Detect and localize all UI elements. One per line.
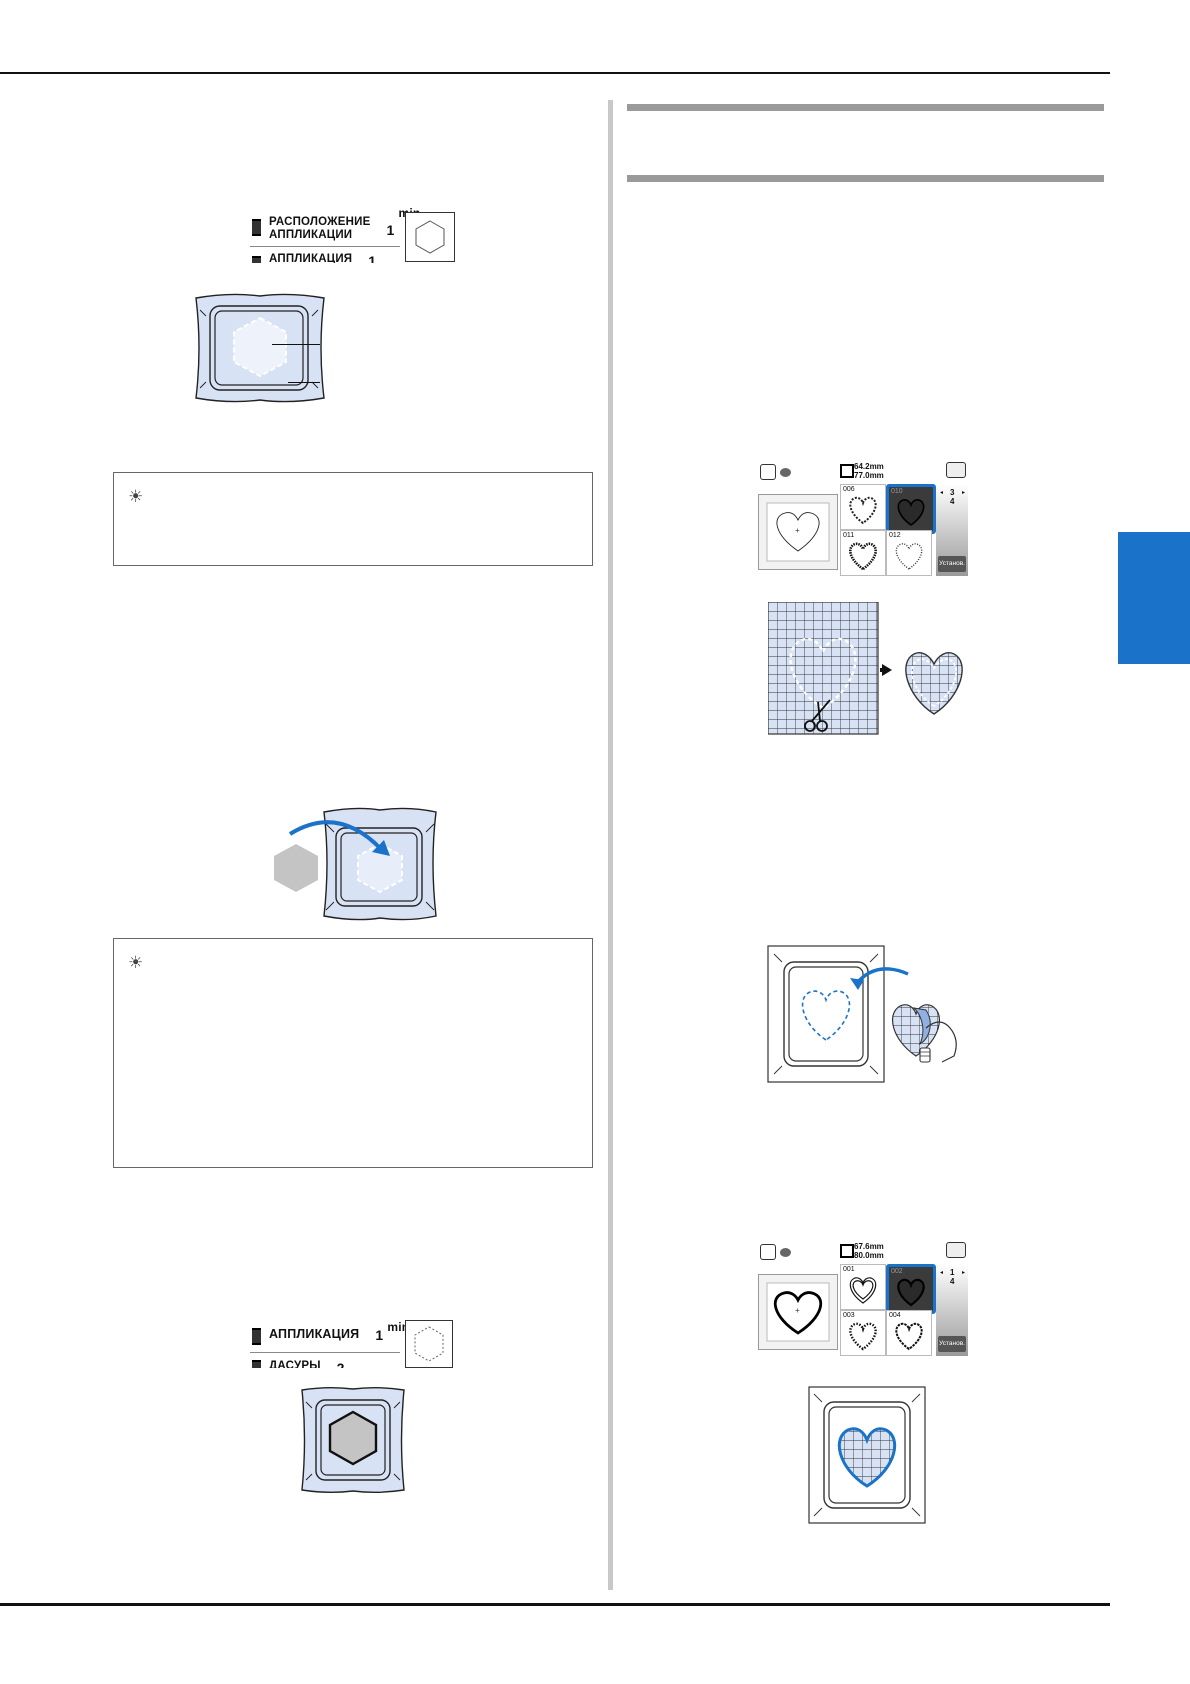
section-header-top-bar — [627, 104, 1104, 111]
screen2-width: 67.6mm — [854, 1242, 884, 1251]
bottom-rule — [0, 1603, 1110, 1606]
tip-box-2: ☀ — [113, 938, 593, 1168]
thumb-006[interactable]: 006 — [840, 484, 886, 530]
thread-icon[interactable] — [780, 468, 791, 477]
thumb-012[interactable]: 012 — [886, 530, 932, 576]
frame-icon[interactable] — [760, 1244, 776, 1260]
applique-next-count: 2 — [336, 1360, 345, 1368]
page-current: 1 — [950, 1268, 955, 1277]
page-current: 3 — [950, 488, 955, 497]
thumb-number: 012 — [889, 532, 901, 539]
thumb-003[interactable]: 003 — [840, 1310, 886, 1356]
pattern-preview: + — [758, 1274, 838, 1350]
screen1-height: 77.0mm — [854, 471, 884, 480]
placement-panel: РАСПОЛОЖЕНИЕ АППЛИКАЦИИ 1 min АППЛИКАЦИЯ… — [250, 208, 460, 263]
screen1-width: 64.2mm — [854, 462, 884, 471]
thumb-number: 004 — [889, 1312, 901, 1319]
lightbulb-icon: ☀ — [128, 953, 144, 972]
placement-next-count: 1 — [368, 253, 377, 263]
page-scroller[interactable]: 1 4 ◂ ▸ Установ. — [936, 1264, 968, 1356]
page-prev-icon[interactable]: ◂ — [940, 1270, 944, 1276]
pattern-select-screen-2: 67.6mm 80.0mm + 001 002 003 004 1 4 ◂ ▸ … — [756, 1242, 971, 1356]
spool-icon — [252, 219, 261, 236]
thumb-number: 010 — [891, 488, 903, 495]
placement-next-label: АППЛИКАЦИЯ — [269, 253, 353, 263]
thumb-004[interactable]: 004 — [886, 1310, 932, 1356]
memory-icon[interactable] — [946, 1242, 966, 1258]
pattern-select-screen-1: 64.2mm 77.0mm + 006 010 011 012 3 4 ◂ ▸ … — [756, 462, 971, 576]
thumb-number: 006 — [843, 486, 855, 493]
page-next-icon[interactable]: ▸ — [962, 490, 966, 496]
applique-count: 1 — [375, 1327, 384, 1343]
chapter-tab — [1118, 532, 1190, 664]
applique-next-label: ДАСУРЫ — [269, 1360, 321, 1368]
thumb-002-selected[interactable]: 002 — [886, 1264, 936, 1314]
page-total: 4 — [950, 497, 955, 506]
page-prev-icon[interactable]: ◂ — [940, 490, 944, 496]
placement-label-line1: РАСПОЛОЖЕНИЕ — [269, 216, 371, 228]
thumb-010-selected[interactable]: 010 — [886, 484, 936, 534]
callout-line-2 — [288, 382, 320, 384]
applique-unit: min — [387, 1320, 410, 1334]
thumb-number: 001 — [843, 1266, 855, 1273]
screen2-height: 80.0mm — [854, 1251, 884, 1260]
applique-heart-placement-illustration — [766, 944, 986, 1084]
page-next-icon[interactable]: ▸ — [962, 1270, 966, 1276]
spool-icon — [252, 1360, 261, 1368]
size-icon — [840, 1244, 854, 1258]
panel-separator — [250, 246, 400, 247]
thumb-001[interactable]: 001 — [840, 1264, 886, 1310]
section-header-bottom-bar — [627, 175, 1104, 182]
spool-icon — [252, 1328, 261, 1345]
page-scroller[interactable]: 3 4 ◂ ▸ Установ. — [936, 484, 968, 576]
svg-text:+: + — [795, 526, 800, 535]
applique-fabric-illustration — [268, 800, 438, 922]
size-icon — [840, 464, 854, 478]
thumb-011[interactable]: 011 — [840, 530, 886, 576]
lightbulb-icon: ☀ — [128, 487, 144, 506]
callout-line-1 — [272, 344, 320, 346]
thread-icon[interactable] — [780, 1248, 791, 1257]
applique-shape-preview — [405, 1320, 453, 1368]
hoop-finished-hexagon — [298, 1384, 408, 1496]
top-rule — [0, 72, 1110, 74]
spool-icon — [252, 256, 261, 263]
frame-icon[interactable] — [760, 464, 776, 480]
placement-count: 1 — [386, 222, 395, 238]
thumb-number: 011 — [843, 532, 855, 539]
thumb-number: 003 — [843, 1312, 855, 1319]
placement-shape-preview — [405, 212, 455, 262]
memory-icon[interactable] — [946, 462, 966, 478]
set-button[interactable]: Установ. — [938, 556, 966, 572]
applique-panel: АППЛИКАЦИЯ 1 min ДАСУРЫ 2 — [250, 1318, 460, 1368]
svg-text:+: + — [795, 1306, 800, 1315]
cut-applique-fabric-illustration — [768, 602, 978, 738]
set-button[interactable]: Установ. — [938, 1336, 966, 1352]
pattern-preview: + — [758, 494, 838, 570]
applique-label: АППЛИКАЦИЯ — [269, 1327, 360, 1341]
placement-label-line2: АППЛИКАЦИИ — [269, 229, 353, 241]
column-divider — [608, 100, 613, 1590]
hoop-placement-illustration — [190, 290, 330, 405]
hoop-finished-heart — [808, 1386, 926, 1524]
thumb-number: 002 — [891, 1268, 903, 1275]
scissors-icon — [804, 699, 831, 732]
tip-box-1: ☀ — [113, 472, 593, 566]
panel-separator — [250, 1352, 400, 1353]
page-total: 4 — [950, 1277, 955, 1286]
